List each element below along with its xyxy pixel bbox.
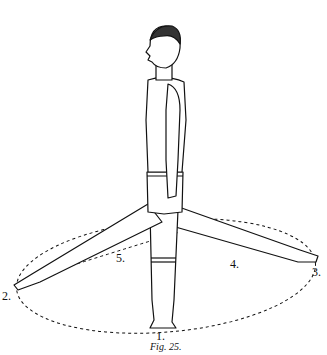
gymnast-figure — [14, 26, 318, 328]
callout-number: 4. — [230, 258, 239, 270]
callout-number: 1. — [156, 330, 165, 342]
callout-number: 2. — [2, 290, 11, 302]
callout-number: 3. — [312, 266, 321, 278]
leg-circle-path — [12, 207, 321, 345]
figure-caption: Fig. 25. — [150, 342, 181, 352]
callout-number: 5. — [116, 252, 125, 264]
